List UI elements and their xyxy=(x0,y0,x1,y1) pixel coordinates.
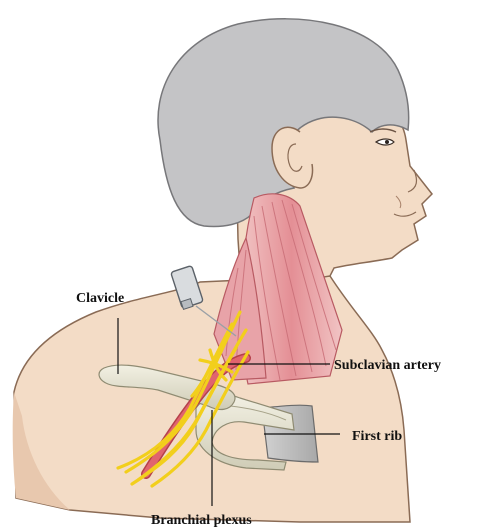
label-clavicle: Clavicle xyxy=(76,291,124,306)
label-brachial-plexus: Branchial plexus xyxy=(151,513,252,528)
label-subclavian-artery: Subclavian artery xyxy=(334,358,441,373)
label-first-rib: First rib xyxy=(352,429,402,444)
pupil xyxy=(385,140,389,144)
